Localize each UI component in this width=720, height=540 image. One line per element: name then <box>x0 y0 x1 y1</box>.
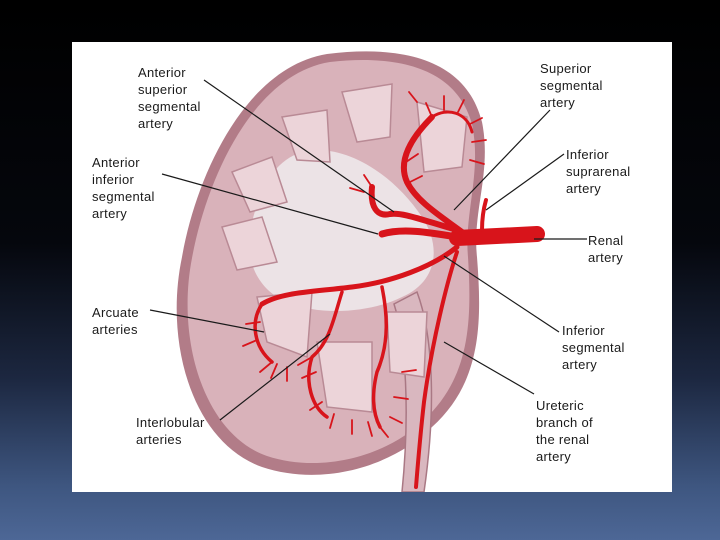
arcuate-arc-left <box>253 302 274 364</box>
label-anterior-inferior-segmental-artery: Anterior inferior segmental artery <box>92 155 155 221</box>
inferior-segmental-branch <box>259 244 460 307</box>
pyramid-lower-mid <box>316 341 373 413</box>
pyramid-left-1 <box>230 156 288 213</box>
arcuate-arc-right <box>371 285 388 429</box>
label-pointer-lines <box>149 79 587 421</box>
arcuate-arc-upper <box>430 110 474 134</box>
ureteric-branch <box>414 250 459 489</box>
renal-artery-trunk <box>449 226 545 246</box>
pointer-arcuate <box>149 309 265 333</box>
anterior-inferior-segmental-branch <box>378 227 461 241</box>
pointer-interlobular <box>219 333 331 421</box>
pyramid-left-2 <box>221 216 278 271</box>
pointer-superior-segmental <box>453 109 551 211</box>
pyramid-lower-right <box>386 311 428 378</box>
label-ureteric-branch: Ureteric branch of the renal artery <box>536 398 593 464</box>
label-renal-artery: Renal artery <box>588 233 624 265</box>
pyramid-upper-mid <box>341 83 393 143</box>
label-anterior-superior-segmental-artery: Anterior superior segmental artery <box>138 65 201 131</box>
renal-sinus <box>248 150 434 312</box>
artery-tree <box>242 91 545 489</box>
kidney-diagram <box>149 51 587 492</box>
label-inferior-segmental-artery: Inferior segmental artery <box>562 323 625 372</box>
renal-pyramids <box>221 83 468 413</box>
pointer-inferior-suprarenal <box>485 153 565 211</box>
interlobular-twigs <box>242 91 487 438</box>
pointer-anterior-inferior <box>161 173 379 235</box>
superior-segmental-branch <box>400 114 465 235</box>
inferior-suprarenal-branch <box>480 198 488 232</box>
anterior-superior-segmental-branch <box>368 184 460 233</box>
pyramid-upper-left <box>280 109 331 163</box>
pointer-ureteric <box>443 341 535 395</box>
pointer-anterior-superior <box>203 79 395 213</box>
kidney-figure: Anterior superior segmental artery Anter… <box>72 42 672 492</box>
label-arcuate-arteries: Arcuate arteries <box>92 305 139 337</box>
label-superior-segmental-artery: Superior segmental artery <box>540 61 603 110</box>
pointer-inferior-segmental <box>443 255 560 333</box>
label-interlobular-arteries: Interlobular arteries <box>136 415 205 447</box>
label-inferior-suprarenal-artery: Inferior suprarenal artery <box>566 147 631 196</box>
